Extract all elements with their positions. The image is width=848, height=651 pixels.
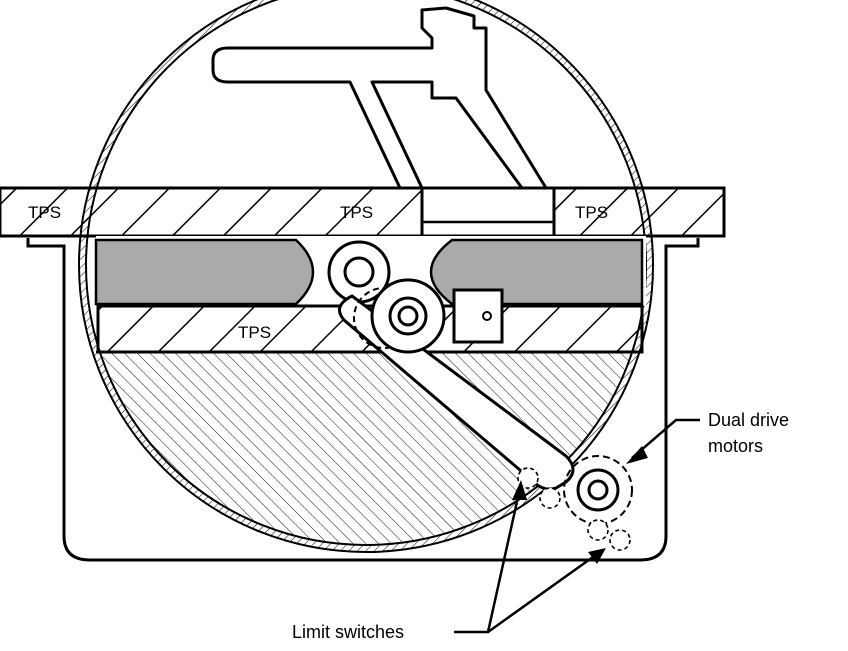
handle-arm	[211, 6, 548, 190]
limit-arrowhead-1	[512, 480, 527, 500]
bracket-block	[452, 288, 504, 344]
hinge-slot	[420, 186, 556, 238]
limit-switches-label: Limit switches	[292, 622, 404, 642]
track-left-lobe	[94, 238, 315, 306]
pivot-hub	[397, 305, 419, 327]
limit-switch-4	[609, 529, 631, 551]
cavity-outline	[26, 238, 700, 562]
bracket-bolt	[482, 311, 492, 321]
drive-motor-hub	[587, 479, 609, 501]
lower-hatched-region	[100, 352, 632, 544]
tps-label-left: TPS	[28, 203, 61, 222]
tps-label-center: TPS	[340, 203, 373, 222]
limit-switch-3	[587, 519, 609, 541]
limit-arrowhead-2	[588, 548, 606, 564]
tps-label-right: TPS	[575, 203, 608, 222]
limit-switch-2	[539, 487, 561, 509]
tps-label-lower: TPS	[238, 323, 271, 342]
upper-roller-inner	[343, 256, 375, 288]
dual-drive-leader	[631, 418, 700, 459]
track-right-lobe	[429, 238, 644, 306]
dual-drive-label-line1: Dual drive	[708, 410, 789, 430]
dual-drive-label-line2: motors	[708, 436, 763, 456]
limit-switch-1	[517, 467, 539, 489]
dual-drive-arrowhead	[626, 446, 648, 464]
drive-motor-dashed	[563, 455, 633, 525]
limit-switch-leaders	[454, 487, 601, 634]
